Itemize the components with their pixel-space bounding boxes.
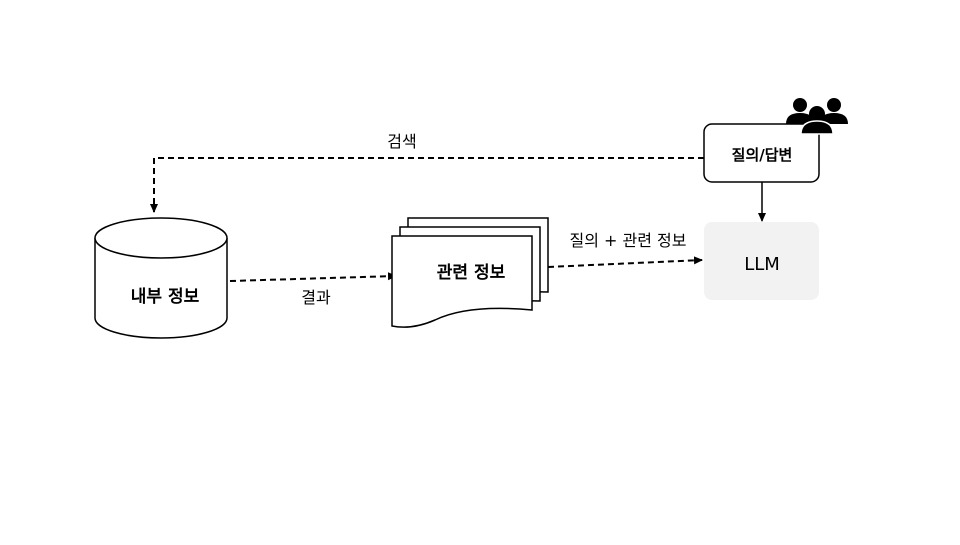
query-related-label: 질의 + 관련 정보 <box>570 231 687 250</box>
llm-box: LLM <box>704 222 819 300</box>
users-group-icon <box>786 98 848 135</box>
internal-info-label: 내부 정보 <box>131 287 200 307</box>
result-label: 결과 <box>301 288 331 307</box>
related-info-label: 관련 정보 <box>437 263 506 283</box>
result-arrow <box>229 272 397 282</box>
qa-box: 질의/답변 <box>703 123 820 183</box>
internal-info-database: 내부 정보 <box>94 217 228 339</box>
llm-label: LLM <box>744 254 780 275</box>
search-arrow <box>150 157 704 213</box>
related-info-documents: 관련 정보 <box>391 217 549 328</box>
query-related-arrow <box>547 256 703 268</box>
search-label: 검색 <box>387 132 416 151</box>
qa-label: 질의/답변 <box>732 146 793 164</box>
